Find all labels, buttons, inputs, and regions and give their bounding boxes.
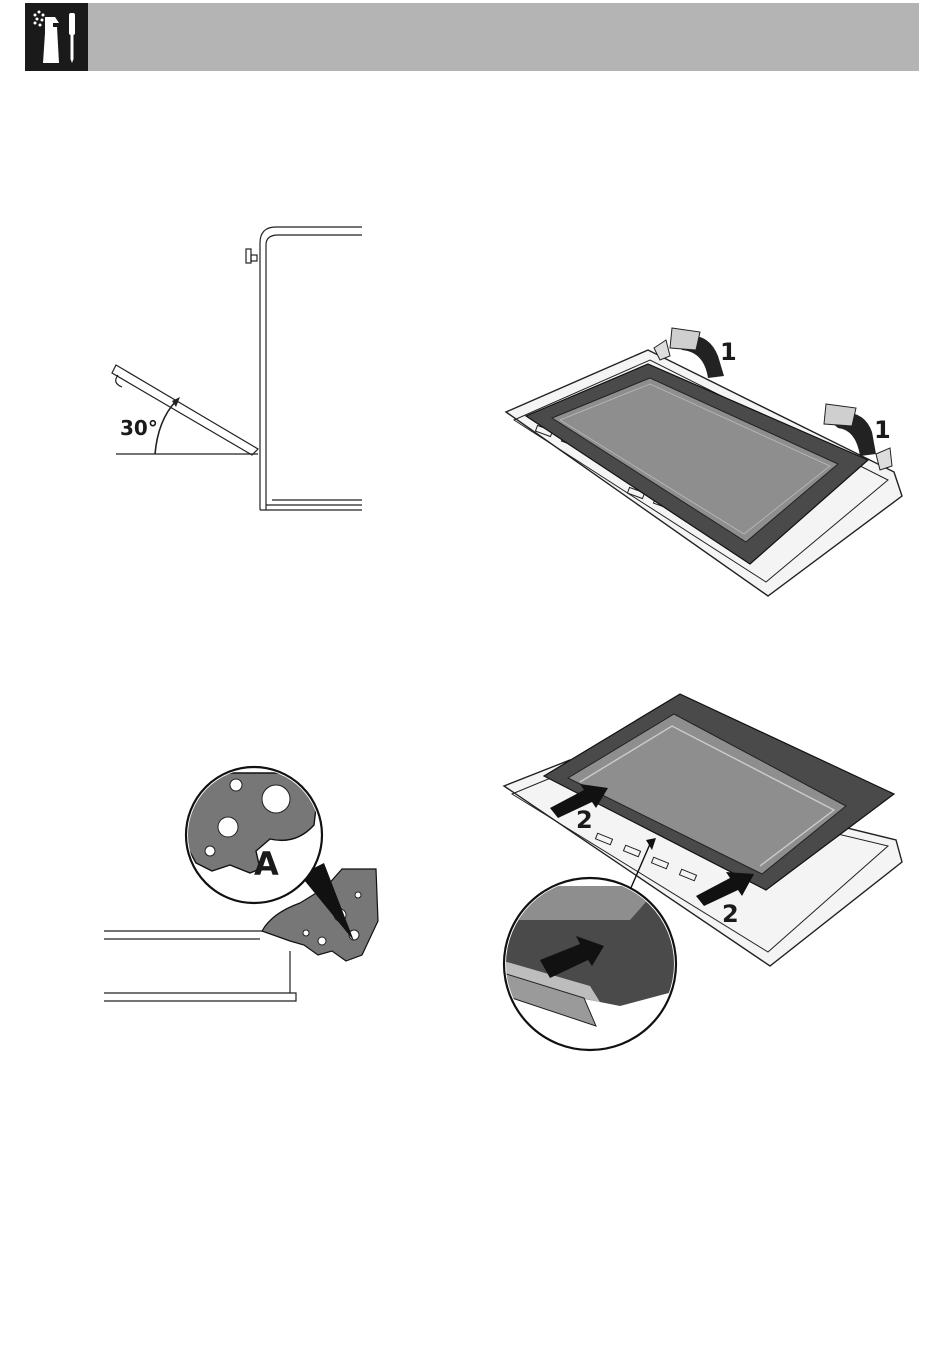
step-label-1b: 1	[874, 416, 891, 444]
glass-insertion-diagram: 2 2	[500, 690, 910, 1055]
step-label-2b: 2	[722, 900, 739, 928]
door-panel-lift-diagram: 1 1	[500, 320, 920, 605]
angle-label: 30°	[120, 416, 158, 440]
section-header-bar	[25, 3, 919, 71]
cleaning-maintenance-icon	[25, 3, 88, 71]
detail-label-A: A	[254, 845, 279, 883]
step-label-1a: 1	[720, 338, 737, 366]
door-angle-diagram: 30°	[100, 215, 370, 520]
hinge-detail-diagram: A	[100, 765, 390, 1015]
step-label-2a: 2	[576, 806, 593, 834]
